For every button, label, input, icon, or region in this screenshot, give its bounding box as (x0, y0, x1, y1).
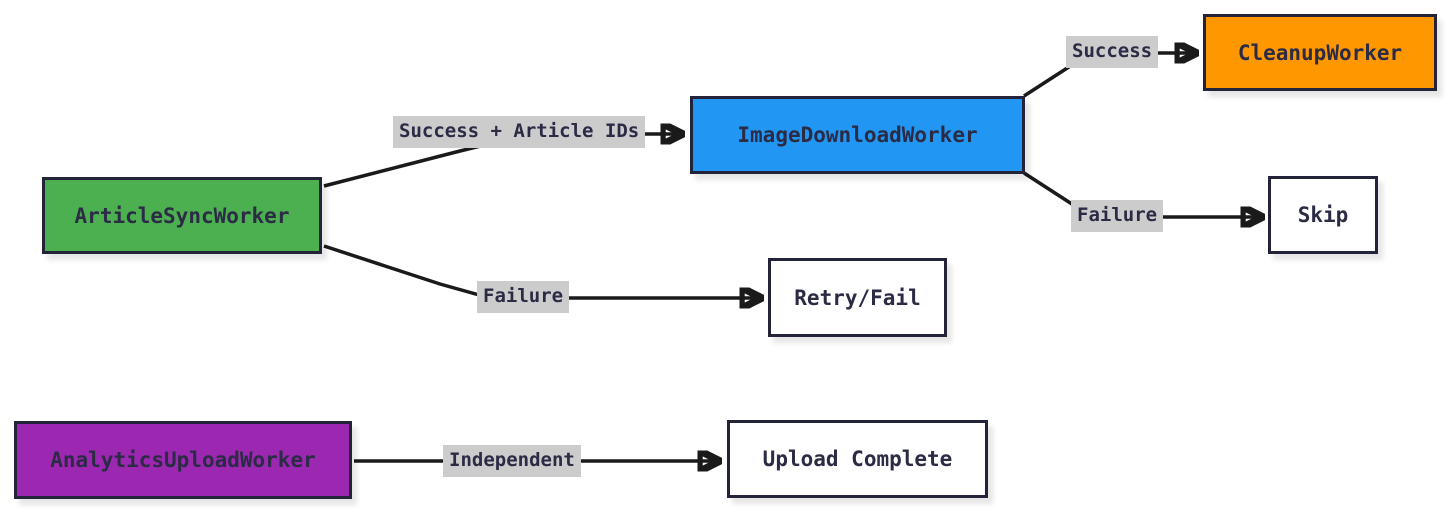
node-analytics-upload-worker: AnalyticsUploadWorker (14, 421, 352, 499)
edge-label-failure-skip: Failure (1071, 200, 1164, 232)
node-label: CleanupWorker (1237, 40, 1403, 65)
node-label: AnalyticsUploadWorker (50, 448, 316, 472)
node-retry-fail: Retry/Fail (768, 258, 947, 337)
node-label: ImageDownloadWorker (737, 123, 978, 147)
edge-label-failure-retry: Failure (477, 281, 570, 313)
node-label: Upload Complete (762, 447, 953, 471)
edge-label-success: Success (1066, 36, 1159, 68)
node-label: ArticleSyncWorker (74, 203, 290, 228)
edge-label-success-article-ids: Success + Article IDs (393, 116, 646, 148)
edge-label-independent: Independent (443, 445, 581, 477)
node-label: Skip (1297, 203, 1349, 227)
node-upload-complete: Upload Complete (727, 420, 988, 498)
node-cleanup-worker: CleanupWorker (1203, 14, 1437, 91)
edge-articlesync-retryfail (323, 244, 761, 298)
node-skip: Skip (1268, 176, 1378, 254)
node-label: Retry/Fail (794, 285, 921, 310)
node-image-download-worker: ImageDownloadWorker (690, 96, 1025, 174)
node-article-sync-worker: ArticleSyncWorker (42, 177, 322, 254)
